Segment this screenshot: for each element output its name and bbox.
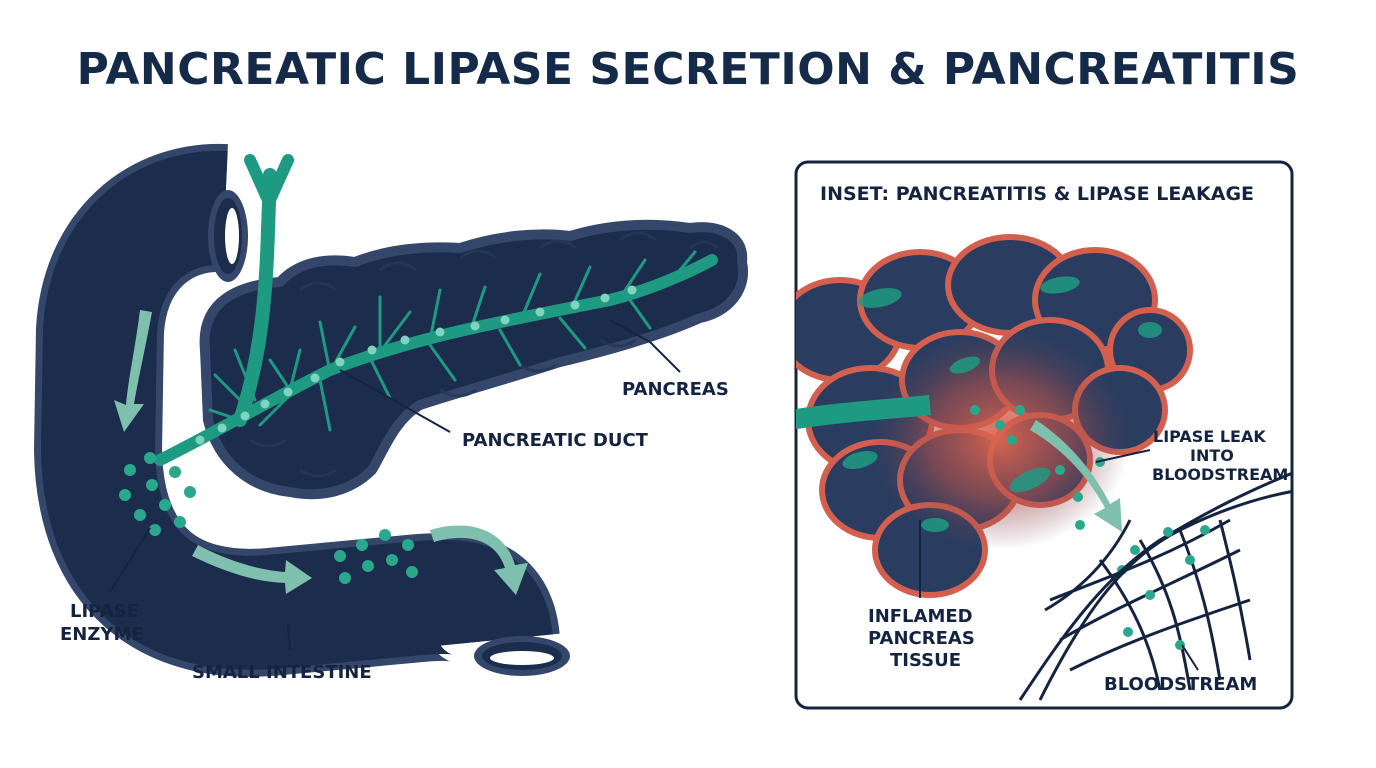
flow-arrow-right bbox=[192, 545, 312, 594]
label-pancreas: PANCREAS bbox=[622, 379, 729, 400]
label-lipase-leak-line1: LIPASE LEAK bbox=[1153, 427, 1266, 446]
label-lipase-leak-line3: BLOODSTREAM bbox=[1152, 465, 1288, 484]
label-inflamed-line2: PANCREAS bbox=[868, 628, 975, 649]
leader-lines bbox=[109, 319, 681, 651]
inset-title: INSET: PANCREATITIS & LIPASE LEAKAGE bbox=[820, 183, 1254, 205]
inset-duct bbox=[796, 395, 931, 430]
label-lipase-enzyme-line1: LIPASE bbox=[70, 601, 139, 622]
flow-arrows bbox=[114, 310, 528, 595]
label-bloodstream: BLOODSTREAM bbox=[1104, 674, 1257, 695]
lobule-highlights bbox=[842, 276, 1162, 532]
flow-arrow-curve bbox=[430, 525, 528, 595]
intestine-enzyme-dots bbox=[119, 452, 418, 584]
flow-arrow-down bbox=[114, 310, 152, 432]
label-lipase-leak-line2: INTO bbox=[1190, 446, 1234, 465]
label-inflamed-line3: TISSUE bbox=[890, 650, 961, 671]
duct-enzyme-dots bbox=[195, 285, 637, 445]
inset-panel: INSET: PANCREATITIS & LIPASE LEAKAGE bbox=[794, 160, 1294, 710]
label-inflamed-line1: INFLAMED bbox=[868, 606, 973, 627]
inset-leader-lines bbox=[919, 449, 1199, 671]
label-small-intestine: SMALL INTESTINE bbox=[192, 662, 372, 683]
main-diagram: PANCREAS PANCREATIC DUCT LIPASE ENZYME S… bbox=[33, 143, 749, 683]
pancreatic-duct bbox=[154, 154, 718, 466]
page-title: PANCREATIC LIPASE SECRETION & PANCREATIT… bbox=[76, 44, 1300, 95]
leak-arrow bbox=[1030, 420, 1122, 532]
label-pancreatic-duct: PANCREATIC DUCT bbox=[462, 430, 649, 451]
label-lipase-enzyme-line2: ENZYME bbox=[60, 624, 144, 645]
pancreas-organ bbox=[199, 219, 749, 500]
bloodstream-dots bbox=[1123, 525, 1210, 650]
inflammation-glow bbox=[870, 330, 1130, 550]
